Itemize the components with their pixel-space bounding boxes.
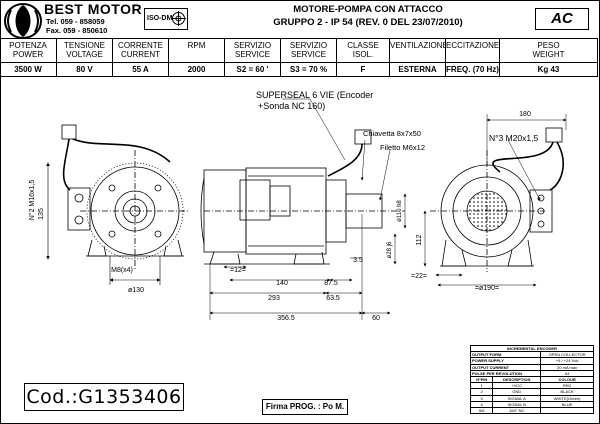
spec-label-1: RPM (187, 41, 206, 50)
dim-12-label: =12= (230, 267, 246, 274)
superseal-label: SUPERSEAL 6 VIE (Encoder (256, 90, 373, 100)
spec-value-3: 2000 (169, 62, 225, 76)
spec-header-8: ECCITAZIONE (446, 38, 500, 62)
spec-label-1: SERVIZIO (289, 41, 328, 50)
right-end-view (430, 127, 564, 272)
dim-180-label: 180 (519, 111, 531, 118)
dim-356-5-label: 356.5 (277, 315, 295, 322)
iso-target-icon (171, 11, 186, 26)
n3-m20-label: N°3 M20x1,5 (489, 133, 539, 143)
spec-label-1: SERVIZIO (233, 41, 272, 50)
dim-22-label: =22= (411, 273, 427, 280)
title-line-1: MOTORE-POMPA CON ATTACCO (293, 4, 443, 15)
spec-value-0: 3500 W (0, 62, 57, 76)
fax: Fax. 059 - 850610 (46, 26, 108, 35)
sonda-label: +Sonda NC 160) (258, 101, 325, 111)
dim-60-label: 60 (372, 315, 380, 322)
spec-label-1: VENTILAZIONE (390, 41, 446, 50)
spec-label-1: TENSIONE (64, 41, 105, 50)
dim-63-5-label: 63.5 (326, 295, 340, 302)
spec-value-7: ESTERNA (390, 62, 446, 76)
filetto-label: Filetto M6x12 (380, 143, 425, 152)
spec-value-9: Kg 43 (500, 62, 598, 76)
title-line-2: GRUPPO 2 - IP 54 (REV. 0 DEL 23/07/2010) (273, 17, 463, 28)
spec-label-1: POTENZA (9, 41, 47, 50)
n2-m16-label: N°2 M16x1,5 (28, 180, 36, 221)
spec-label-2: WEIGHT (532, 50, 565, 59)
spec-label-1: PESO (537, 41, 560, 50)
spec-label-2: CURRENT (120, 50, 161, 59)
spec-value-1: 80 V (57, 62, 113, 76)
spec-label-1: CLASSE (347, 41, 379, 50)
spec-header-7: VENTILAZIONE (390, 38, 446, 62)
spec-value-4: S2 = 60 ' (225, 62, 281, 76)
spec-label-2: VOLTAGE (66, 50, 103, 59)
spec-value-6: F (337, 62, 390, 76)
spec-value-8: FREQ. (70 Hz) (446, 62, 500, 76)
spec-label-1: CORRENTE (118, 41, 163, 50)
encoder-cell (540, 406, 594, 415)
spec-label-2: ISOL. (352, 50, 374, 59)
dim-112-label: 112 (416, 234, 423, 245)
spec-label-2: SERVICE (291, 50, 326, 59)
ac-logo: AC (535, 8, 589, 30)
spec-value-5: S3 = 70 % (281, 62, 337, 76)
left-end-view (61, 124, 190, 270)
brand-name: BEST MOTOR (44, 1, 143, 17)
dim-m8-label: M8(x4) (111, 267, 133, 274)
dim-87-5-label: 87.5 (324, 280, 338, 287)
chiavetta-label: Chiavetta 8x7x50 (363, 129, 421, 138)
iso-logo-text: ISO-DM (147, 15, 173, 22)
spec-label-1: ECCITAZIONE (446, 41, 500, 50)
spec-label-2: POWER (12, 50, 44, 59)
side-view (200, 129, 405, 265)
dim-130-label: ø130 (128, 287, 144, 294)
technical-drawing: 135 N°2 M16x1,5 M8(x4) ø130 (28, 90, 567, 322)
title-block: BEST MOTOR Tel. 059 - 858059 Fax. 059 - … (0, 0, 598, 77)
encoder-cell: 5/6 (469, 406, 494, 415)
encoder-cell: 160° NC (492, 406, 542, 415)
best-motor-logo-icon (4, 3, 42, 39)
dim-28-label: ø28 j6 (387, 241, 393, 258)
dim-140-label: 140 (276, 280, 288, 287)
iso-logo: ISO-DM (144, 8, 188, 30)
dim-3-5-label: 3.5 (353, 257, 363, 264)
telephone: Tel. 059 - 858059 (46, 17, 105, 26)
dim-110-label: ø110 h8 (397, 200, 403, 222)
spec-header-3: RPM (169, 38, 225, 62)
spec-label-2: SERVICE (235, 50, 270, 59)
dim-190-label: =ø190= (475, 285, 499, 292)
drawing-code: Cod.:G1353406 (24, 383, 184, 411)
spec-value-2: 55 A (113, 62, 169, 76)
dim-293-label: 293 (268, 295, 280, 302)
encoder-cell: OPEN COLLECTOR (540, 351, 594, 359)
dim-135-label: 135 (38, 208, 45, 220)
signature-box: Firma PROG. : Po M. (262, 399, 348, 415)
